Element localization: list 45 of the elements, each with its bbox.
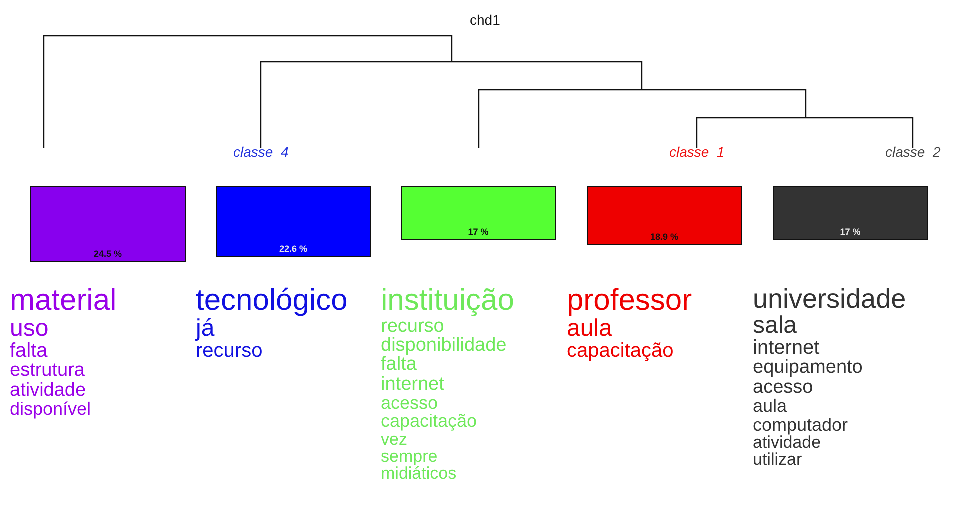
class-bar — [587, 186, 742, 245]
word: disponibilidade — [381, 336, 508, 356]
word: equipamento — [753, 358, 864, 378]
word: recurso — [196, 341, 264, 362]
word: acesso — [753, 378, 814, 398]
word: acesso — [381, 394, 440, 412]
word: atividade — [753, 434, 822, 452]
word: recurso — [381, 316, 444, 336]
percent-label: 17 % — [839, 227, 862, 237]
class-label: classe 4 — [234, 144, 289, 160]
percent-label: 22.6 % — [278, 244, 309, 254]
percent-label: 18.9 % — [649, 232, 680, 242]
word: internet — [753, 338, 821, 358]
tree-title: chd1 — [470, 12, 500, 28]
word: já — [196, 316, 215, 342]
word: atividade — [10, 380, 88, 400]
word: midiáticos — [381, 465, 458, 483]
word: aula — [567, 316, 612, 342]
word: computador — [753, 416, 850, 434]
word: aula — [753, 397, 788, 416]
word: universidade — [753, 286, 906, 314]
word: sala — [753, 314, 798, 338]
class-bar — [773, 186, 928, 240]
word: estrutura — [10, 361, 86, 381]
class-bar — [401, 186, 556, 240]
percent-label: 17 % — [467, 227, 490, 237]
word: falta — [10, 341, 49, 362]
word: capacitação — [381, 412, 478, 431]
class-bar — [216, 186, 371, 257]
word: disponível — [10, 400, 92, 419]
percent-label: 24.5 % — [92, 249, 124, 259]
word: instituição — [381, 286, 514, 317]
class-bar — [30, 186, 186, 262]
class-label: classe 1 — [670, 144, 725, 160]
word: vez — [381, 430, 408, 448]
word: sempre — [381, 448, 439, 466]
word: internet — [381, 374, 446, 394]
word: material — [10, 286, 117, 317]
word: professor — [567, 286, 692, 317]
word: uso — [10, 316, 50, 342]
word: utilizar — [753, 451, 804, 469]
word: tecnológico — [196, 286, 348, 317]
class-label: classe 2 — [886, 144, 941, 160]
word: capacitação — [567, 341, 675, 362]
word: falta — [381, 355, 417, 375]
